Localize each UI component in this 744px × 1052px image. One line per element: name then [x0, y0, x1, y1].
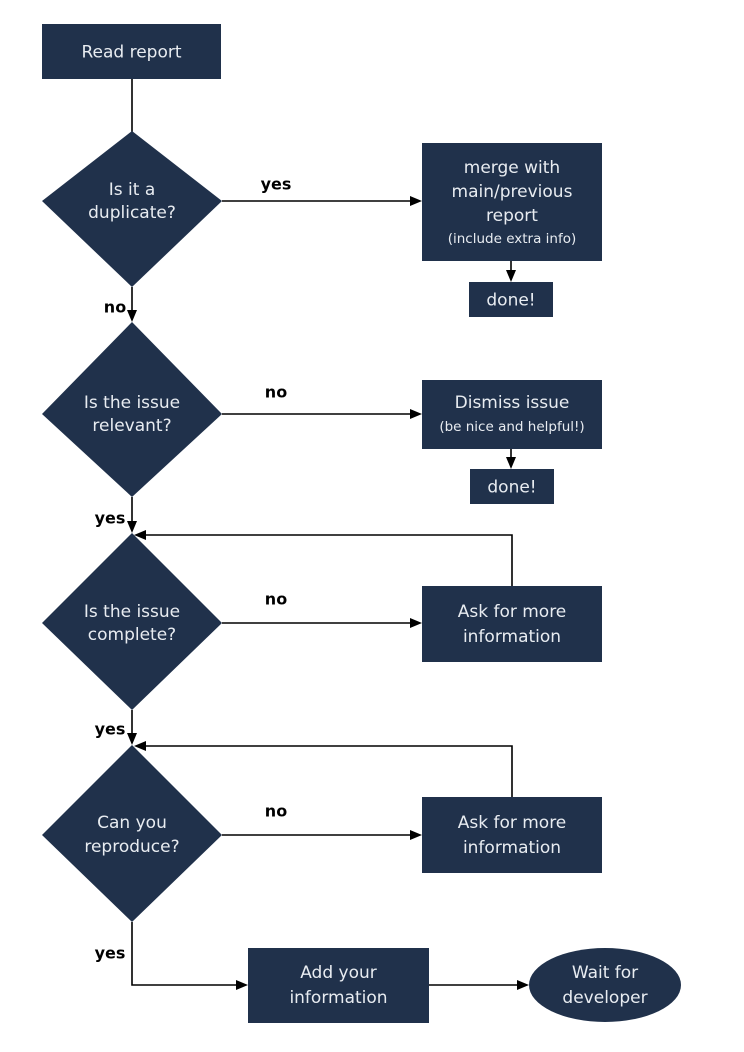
node-merge-report[interactable]: merge with main/previous report (include…	[422, 143, 602, 261]
node-ask-more-1-label-line2: information	[463, 627, 561, 647]
edge-addinfo-to-wait	[429, 980, 529, 990]
edge-label-duplicate-yes: yes	[261, 175, 292, 194]
edge-label-reproduce-yes: yes	[95, 944, 126, 963]
edge-label-relevant-no: no	[265, 383, 287, 402]
node-wait-developer[interactable]: Wait for developer	[529, 948, 681, 1022]
node-is-duplicate-label-line2: duplicate?	[88, 203, 176, 223]
node-is-relevant[interactable]: Is the issue relevant?	[42, 322, 222, 497]
node-merge-report-label-line1: merge with	[464, 158, 560, 178]
edge-ask1-loop-back	[134, 530, 513, 586]
node-done-2-label: done!	[487, 478, 536, 498]
edge-label-duplicate-no: no	[104, 298, 126, 317]
edge-dismiss-to-done	[506, 449, 516, 469]
node-add-info-label-line1: Add your	[300, 963, 377, 983]
node-done-1-label: done!	[486, 291, 535, 311]
node-is-complete-label-line1: Is the issue	[84, 602, 180, 622]
node-is-relevant-label-line2: relevant?	[92, 416, 171, 436]
node-merge-report-note: (include extra info)	[448, 231, 577, 247]
edge-label-complete-no: no	[265, 590, 287, 609]
node-wait-developer-label-line2: developer	[562, 988, 647, 1008]
edge-relevant-no	[222, 409, 422, 419]
node-is-complete[interactable]: Is the issue complete?	[42, 533, 222, 710]
node-add-info-label-line2: information	[289, 988, 387, 1008]
node-ask-more-2-label-line2: information	[463, 838, 561, 858]
node-is-duplicate-label-line1: Is it a	[109, 180, 155, 200]
node-is-duplicate[interactable]: Is it a duplicate?	[42, 131, 222, 287]
node-merge-report-label-line3: report	[486, 206, 538, 226]
node-dismiss-issue-label: Dismiss issue	[455, 393, 570, 413]
edge-merge-to-done	[506, 261, 516, 282]
node-read-report-label: Read report	[81, 43, 181, 63]
edge-label-reproduce-no: no	[265, 802, 287, 821]
edge-relevant-yes	[127, 497, 137, 533]
node-merge-report-label-line2: main/previous	[452, 182, 573, 202]
edge-label-relevant-yes: yes	[95, 509, 126, 528]
node-can-reproduce-label-line1: Can you	[97, 813, 167, 833]
node-done-2[interactable]: done!	[470, 469, 554, 504]
node-is-relevant-label-line1: Is the issue	[84, 393, 180, 413]
node-dismiss-issue-note: (be nice and helpful!)	[439, 419, 584, 435]
node-ask-more-2[interactable]: Ask for more information	[422, 797, 602, 873]
node-can-reproduce[interactable]: Can you reproduce?	[42, 745, 222, 922]
edge-complete-yes	[127, 710, 137, 745]
edge-complete-no	[222, 618, 422, 628]
node-is-complete-label-line2: complete?	[88, 625, 176, 645]
edge-reproduce-no	[222, 830, 422, 840]
node-ask-more-1[interactable]: Ask for more information	[422, 586, 602, 662]
node-can-reproduce-label-line2: reproduce?	[84, 837, 179, 857]
edge-reproduce-yes	[131, 922, 248, 990]
node-ask-more-2-label-line1: Ask for more	[458, 813, 567, 833]
edge-duplicate-no	[127, 287, 137, 322]
node-ask-more-1-label-line1: Ask for more	[458, 602, 567, 622]
node-wait-developer-label-line1: Wait for	[572, 963, 638, 983]
edge-ask2-loop-back	[134, 741, 513, 797]
node-dismiss-issue[interactable]: Dismiss issue (be nice and helpful!)	[422, 380, 602, 449]
node-done-1[interactable]: done!	[469, 282, 553, 317]
node-read-report[interactable]: Read report	[42, 24, 221, 79]
edge-label-complete-yes: yes	[95, 720, 126, 739]
edge-duplicate-yes	[222, 196, 422, 206]
node-add-info[interactable]: Add your information	[248, 948, 429, 1023]
